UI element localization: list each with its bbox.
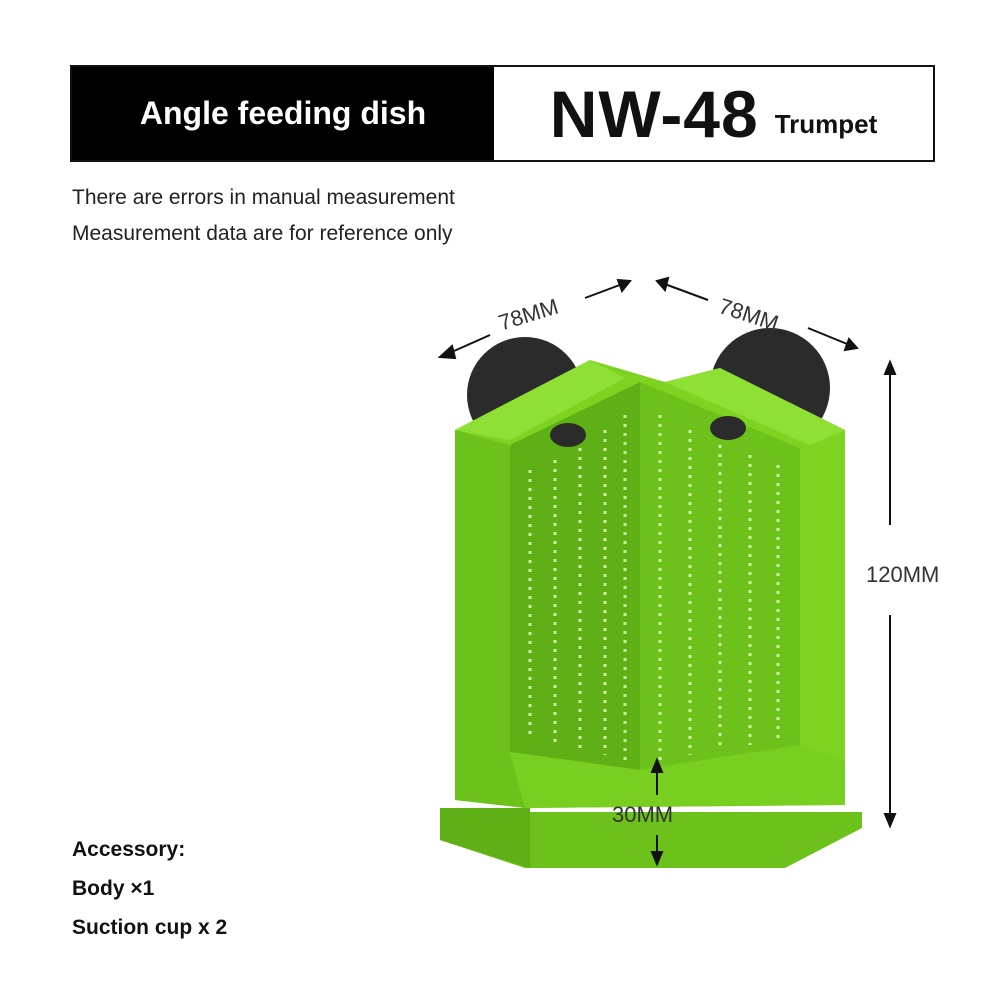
accessory-item-suction-cup: Suction cup x 2 xyxy=(72,916,228,939)
model-block: NW-48 Trumpet xyxy=(494,67,933,160)
dimension-height: 120MM xyxy=(866,562,940,587)
accessory-item-body: Body ×1 xyxy=(72,877,155,900)
dish-inner-left xyxy=(510,382,640,770)
model-variant: Trumpet xyxy=(774,109,878,139)
measurement-note-1: There are errors in manual measurement xyxy=(72,186,455,209)
dish-base xyxy=(440,812,862,868)
dish-inner-right xyxy=(640,382,800,770)
accessory-heading: Accessory: xyxy=(72,838,186,861)
product-name: Angle feeding dish xyxy=(72,67,494,160)
dimension-arrows xyxy=(437,276,897,867)
measurement-note-2: Measurement data are for reference only xyxy=(72,222,453,245)
dimension-base-height: 30MM xyxy=(612,802,674,827)
title-banner: Angle feeding dish NW-48 Trumpet xyxy=(70,65,935,162)
dish-front-lip xyxy=(510,745,845,808)
product-illustration xyxy=(437,276,897,868)
model-number: NW-48 xyxy=(549,76,759,151)
